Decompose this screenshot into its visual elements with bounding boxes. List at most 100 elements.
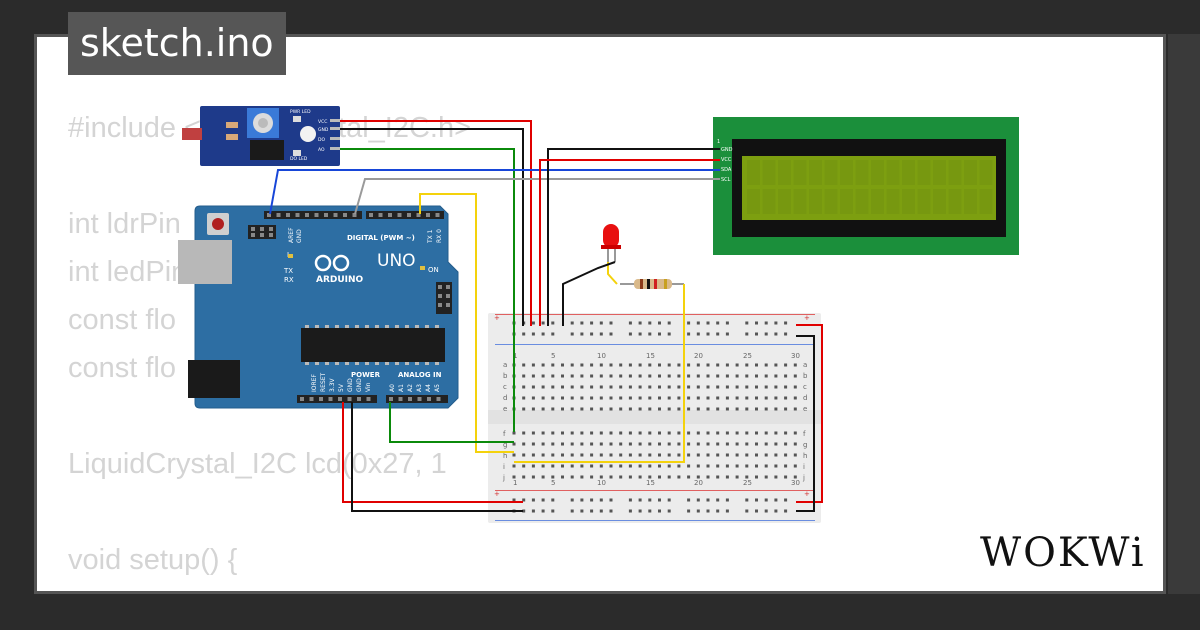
lcd-pin-label: SDA <box>721 167 732 173</box>
analog-pin-label: A1 <box>398 384 405 392</box>
header-holes <box>251 213 450 401</box>
ldr-photoresistor-icon <box>182 128 202 140</box>
col-label: 5 <box>551 479 555 487</box>
analog-pin-label: A3 <box>416 384 423 392</box>
ldr-led-label: DO LED <box>290 156 308 162</box>
wire-blue[interactable] <box>269 169 720 215</box>
wire-red[interactable] <box>340 120 532 326</box>
lcd-pin-label: VCC <box>721 157 732 163</box>
arduino-uno-board[interactable]: DIGITAL (PWM ~) UNO ARDUINO ON TX RX L P… <box>178 205 459 409</box>
ldr-pin-label: VCC <box>318 119 327 125</box>
col-label: 30 <box>791 352 800 360</box>
lcd-pin-label: GND <box>721 147 733 153</box>
analog-pin-label: A0 <box>389 384 396 392</box>
code-line: const flo <box>68 352 176 384</box>
row-label: h <box>803 452 807 460</box>
usb-port <box>178 240 232 284</box>
file-tab[interactable]: sketch.ino <box>68 12 286 75</box>
row-label: i <box>503 463 505 471</box>
wire-black[interactable] <box>796 335 815 512</box>
comparator-chip <box>250 140 284 160</box>
tx-pin-label: TX 1 <box>427 229 434 244</box>
power-header <box>297 395 377 403</box>
wire-yellow[interactable] <box>607 262 618 285</box>
row-label: g <box>803 441 807 449</box>
code-line: int ldrPin <box>68 208 181 240</box>
breadboard-holes <box>512 321 797 513</box>
right-gutter <box>1168 34 1200 594</box>
row-label: j <box>802 474 805 482</box>
resistor[interactable] <box>620 279 684 289</box>
col-label: 25 <box>743 352 752 360</box>
row-label: j <box>502 474 505 482</box>
wire-black[interactable] <box>547 148 720 326</box>
col-label: 10 <box>597 352 606 360</box>
row-label: f <box>503 430 506 438</box>
tx-label: TX <box>283 267 293 275</box>
row-label: e <box>503 405 507 413</box>
arduino-logo-icon <box>314 254 350 272</box>
arduino-label: ARDUINO <box>316 275 364 285</box>
row-label: d <box>803 394 807 402</box>
wire-yellow[interactable] <box>514 284 685 463</box>
rx-pin-label: RX 0 <box>436 229 443 243</box>
wire-black[interactable] <box>562 261 616 326</box>
analog-pin-label: A5 <box>434 384 441 392</box>
power-pin-label: 5V <box>338 383 345 392</box>
col-label: 30 <box>791 479 800 487</box>
ldr-sensor-module[interactable]: VCC GND DO AO PWR LED DO LED <box>182 106 340 166</box>
col-label: 20 <box>694 479 703 487</box>
row-label: b <box>803 372 808 380</box>
col-label: 1 <box>513 352 517 360</box>
ldr-pin-label: DO <box>318 137 325 143</box>
row-label: f <box>803 430 806 438</box>
code-line: LiquidCrystal_I2C lcd(0x27, 1 <box>68 448 447 480</box>
plus-label: + <box>804 490 810 498</box>
code-line: lcd.init(); <box>68 584 1168 594</box>
wire-red[interactable] <box>342 402 523 503</box>
col-label: 15 <box>646 352 655 360</box>
aref-label: AREF <box>288 227 295 243</box>
power-pin-label: 3.3V <box>329 377 336 392</box>
module-led <box>300 126 316 142</box>
col-label: 20 <box>694 352 703 360</box>
wire-red[interactable] <box>796 324 823 503</box>
wokwi-logo-icon: WOKWi <box>980 530 1144 576</box>
wire-black[interactable] <box>351 402 523 512</box>
wire-black[interactable] <box>340 128 524 326</box>
ldr-pin-label: GND <box>318 127 329 133</box>
col-label: 1 <box>513 479 517 487</box>
gnd-label: GND <box>296 229 303 243</box>
wire-gray[interactable] <box>354 178 720 215</box>
rx-label: RX <box>284 276 294 284</box>
row-label: a <box>503 361 507 369</box>
row-label: h <box>503 452 507 460</box>
col-label: 25 <box>743 479 752 487</box>
reset-button-cap[interactable] <box>212 218 224 230</box>
wire-green[interactable] <box>340 148 515 432</box>
atmega-chip <box>301 328 445 362</box>
ldr-pin-label: AO <box>318 147 325 153</box>
wire-green[interactable] <box>389 402 514 443</box>
breadboard-labels: 1 5 10 15 20 25 30 1 5 10 15 20 25 30 a … <box>494 314 810 498</box>
row-label: g <box>503 441 507 449</box>
lcd-pin-1-label: 1 <box>717 139 720 145</box>
wire-yellow[interactable] <box>419 193 514 453</box>
lcd-display-16x2[interactable]: 1 GND VCC SDA SCL <box>713 117 1019 255</box>
digital-header-right <box>366 211 444 219</box>
ldr-led-label: PWR LED <box>290 109 311 115</box>
code-line: void setup() { <box>68 544 238 576</box>
analog-pin-label: A2 <box>407 384 414 392</box>
row-label: i <box>803 463 805 471</box>
uno-label: UNO <box>377 251 416 271</box>
red-led[interactable] <box>601 224 621 262</box>
row-label: d <box>503 394 507 402</box>
col-label: 10 <box>597 479 606 487</box>
row-label: c <box>503 383 507 391</box>
digital-label: DIGITAL (PWM ~) <box>347 234 415 242</box>
power-pin-label: IOREF <box>311 374 318 392</box>
breadboard[interactable]: 1 5 10 15 20 25 30 1 5 10 15 20 25 30 a … <box>488 313 821 523</box>
row-label: b <box>503 372 508 380</box>
wire-red[interactable] <box>539 159 720 326</box>
